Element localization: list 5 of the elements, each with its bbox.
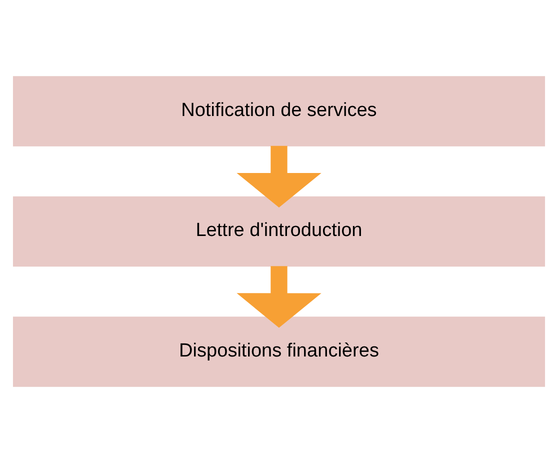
node-box: Dispositions financières [12,316,546,387]
arrow [236,266,322,328]
arrow [236,146,322,208]
node-box: Notification de services [12,76,546,146]
node-box: Lettre d'introduction [12,196,546,267]
